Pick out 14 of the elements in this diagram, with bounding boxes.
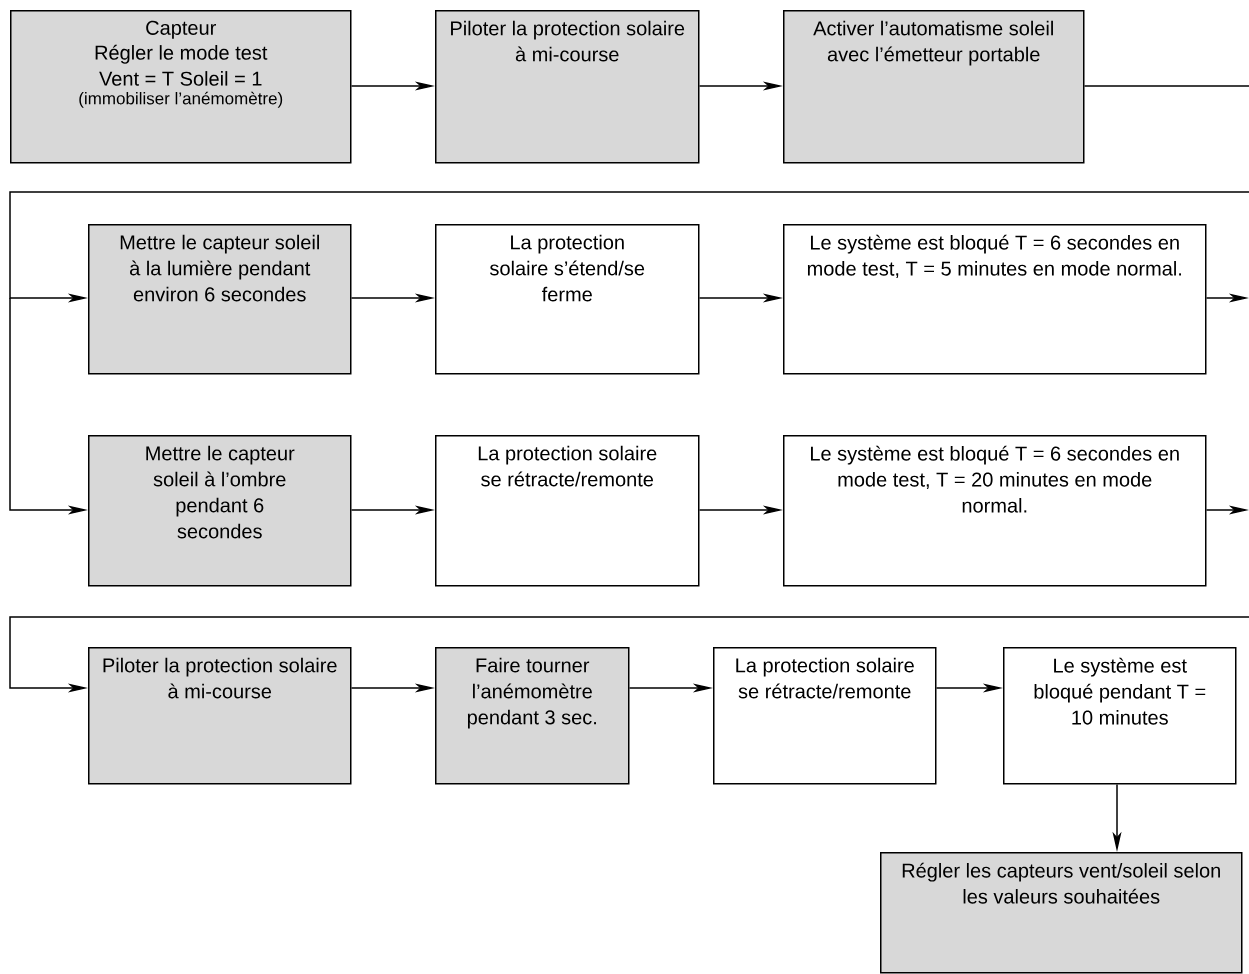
process-box: Piloter la protection solaire à mi-course <box>435 10 700 164</box>
process-box: Activer l’automatisme soleil avec l’émetteur portable <box>783 10 1085 164</box>
process-box: Le système est bloqué T = 6 secondes en mode test, T = 5 minutes en mode normal. <box>783 224 1207 375</box>
process-box: Piloter la protection solaire à mi-course <box>88 647 352 785</box>
process-box: Le système est bloqué T = 6 secondes en mode test, T = 20 minutes en mode normal. <box>783 435 1207 587</box>
process-box: Régler les capteurs vent/soleil selon les valeurs souhaitées <box>880 852 1243 974</box>
process-box: La protection solaire s’étend/se ferme <box>435 224 700 375</box>
process-box: La protection solaire se rétracte/remonte <box>713 647 937 785</box>
process-box: Mettre le capteur soleil à la lumière pendant environ 6 secondes <box>88 224 352 375</box>
process-box: La protection solaire se rétracte/remonte <box>435 435 700 587</box>
process-box: Mettre le capteur soleil à l’ombre pendant 6 secondes <box>88 435 352 587</box>
process-box: Capteur Régler le mode test Vent = T Soleil = 1 (immobiliser l’anémomètre) <box>10 10 352 164</box>
process-box: Le système est bloqué pendant T = 10 minutes <box>1003 647 1237 785</box>
process-box: Faire tourner l’anémomètre pendant 3 sec. <box>435 647 630 785</box>
